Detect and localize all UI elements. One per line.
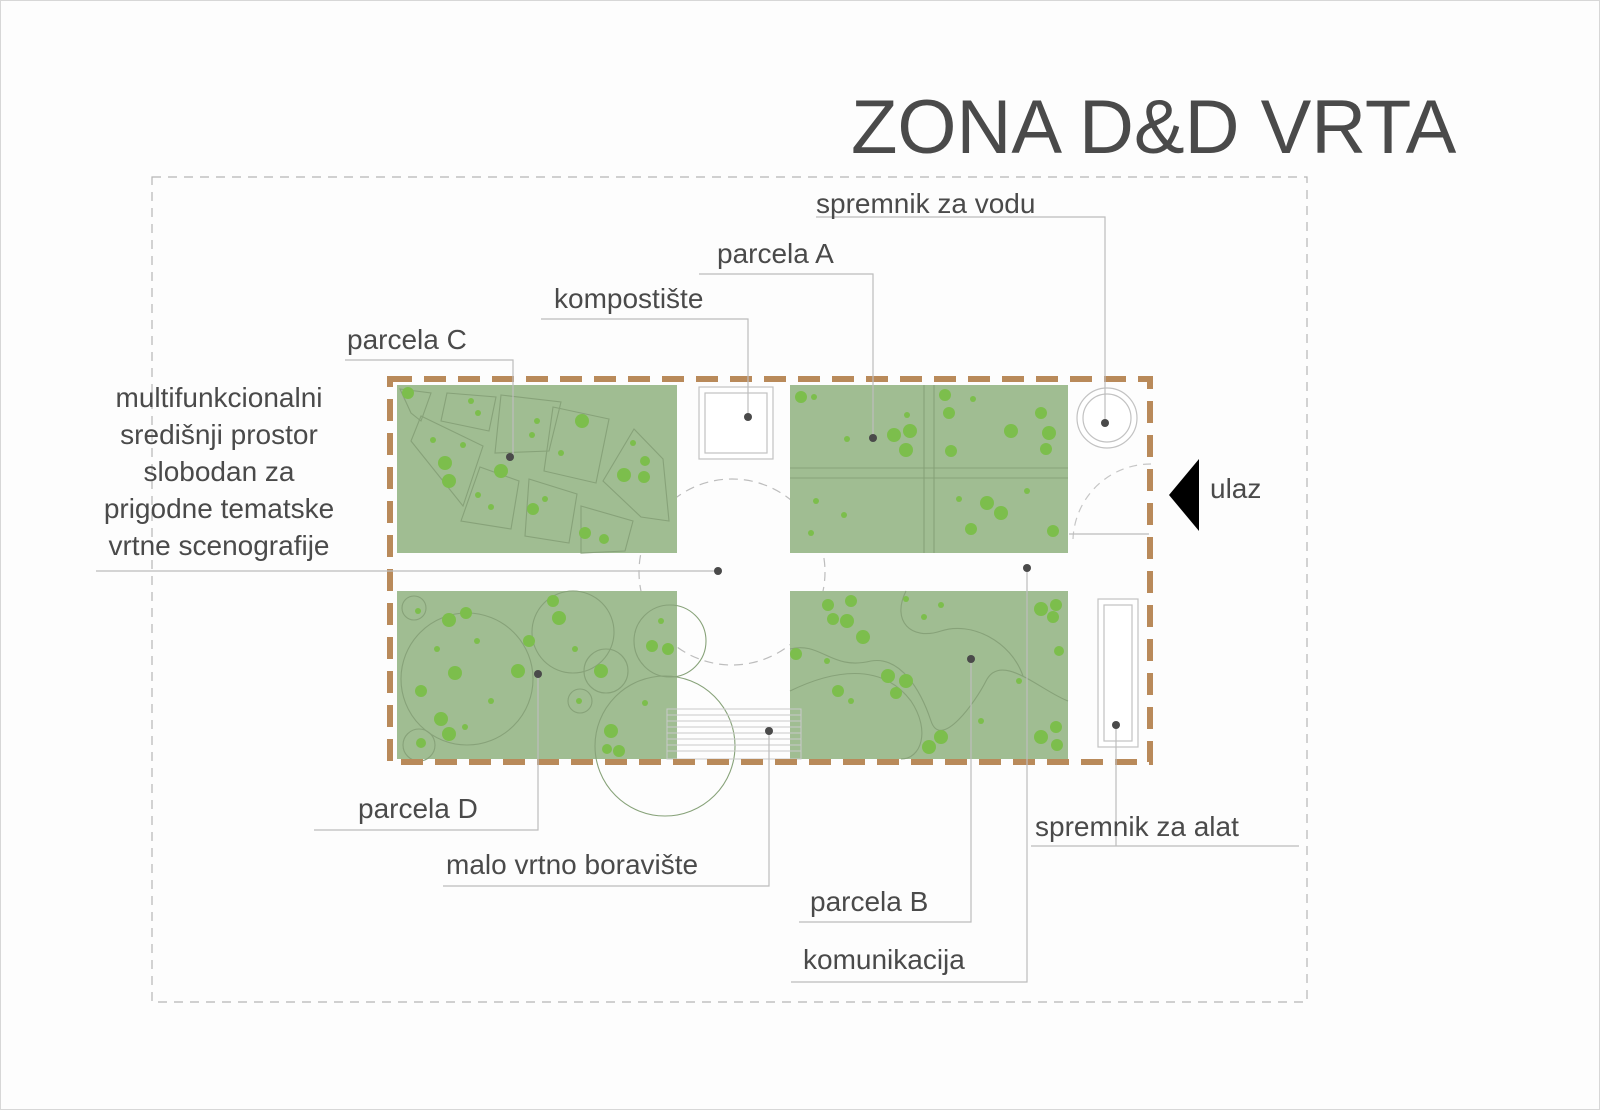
compost-box-inner bbox=[704, 392, 768, 454]
water-tank bbox=[1076, 387, 1138, 449]
entrance-arc bbox=[1072, 463, 1152, 540]
seating-deck bbox=[666, 708, 802, 760]
plot-d bbox=[397, 590, 736, 817]
leader-lines bbox=[96, 216, 1299, 983]
central-circle bbox=[638, 478, 826, 666]
label-entrance: ulaz bbox=[1210, 473, 1261, 504]
plot-c bbox=[397, 385, 677, 554]
label-center-line-3: slobodan za bbox=[143, 456, 294, 487]
label-tool-storage: spremnik za alat bbox=[1035, 811, 1239, 842]
plot-c-plants bbox=[402, 387, 650, 544]
label-circulation: komunikacija bbox=[803, 944, 965, 975]
label-plot-d: parcela D bbox=[358, 793, 478, 824]
water-tank-inner bbox=[1082, 393, 1132, 443]
label-plot-a: parcela A bbox=[717, 238, 834, 269]
label-center-space: multifunkcionalni središnji prostor slob… bbox=[104, 382, 334, 561]
label-compost: kompostište bbox=[554, 283, 703, 314]
plot-a bbox=[790, 385, 1068, 553]
plot-a-plants bbox=[795, 389, 1059, 537]
diagram-title: ZONA D&D VRTA bbox=[851, 85, 1457, 170]
plot-b bbox=[789, 590, 1069, 760]
plot-b-plants bbox=[790, 595, 1064, 754]
label-dots bbox=[506, 413, 1120, 735]
site-boundary bbox=[151, 176, 1308, 1003]
label-seating: malo vrtno boravište bbox=[446, 849, 698, 880]
label-water-tank: spremnik za vodu bbox=[816, 188, 1035, 219]
label-plot-b: parcela B bbox=[810, 886, 928, 917]
label-center-line-2: središnji prostor bbox=[120, 419, 318, 450]
label-center-line-4: prigodne tematske bbox=[104, 493, 334, 524]
plot-d-plants bbox=[415, 595, 674, 757]
label-center-line-5: vrtne scenografije bbox=[108, 530, 329, 561]
tool-storage-inner bbox=[1103, 604, 1133, 742]
compost-box bbox=[698, 386, 774, 460]
label-center-line-1: multifunkcionalni bbox=[116, 382, 323, 413]
label-plot-c: parcela C bbox=[347, 324, 467, 355]
entrance-arrow-icon bbox=[1169, 459, 1199, 531]
